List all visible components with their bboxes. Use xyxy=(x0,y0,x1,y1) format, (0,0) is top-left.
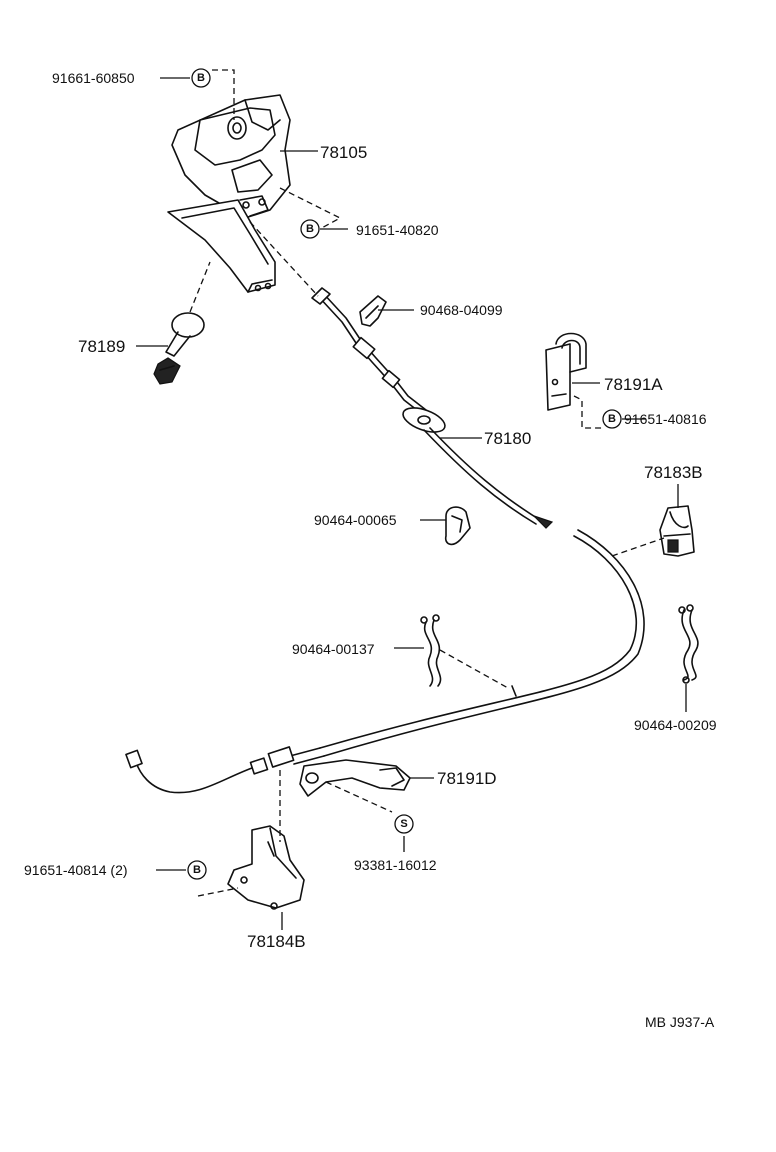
release-lever-bracket xyxy=(171,94,291,219)
part-label: 93381-16012 xyxy=(354,857,437,873)
wire-clip-90464-00209 xyxy=(678,604,699,684)
part-label: 78184B xyxy=(247,932,306,951)
bolt-symbol: B xyxy=(602,409,622,429)
part-label: 78180 xyxy=(484,429,531,448)
part-label: 91651-40816 xyxy=(624,411,707,427)
bolt-symbol: B xyxy=(187,860,207,880)
bolt-symbol: B xyxy=(300,219,320,239)
part-label: 90464-00209 xyxy=(634,717,717,733)
part-label: 90464-00137 xyxy=(292,641,375,657)
cable-clamp-78183B xyxy=(659,505,695,557)
release-handle-pad xyxy=(167,199,276,293)
svg-text:B: B xyxy=(193,864,201,876)
bolt-symbol: B xyxy=(191,68,211,88)
part-label: 78105 xyxy=(320,143,367,162)
knob-bolt xyxy=(153,312,205,385)
svg-text:B: B xyxy=(608,413,616,425)
cable-clip-90468 xyxy=(359,295,387,327)
cable-bracket-78184B xyxy=(227,825,305,910)
svg-text:B: B xyxy=(306,223,314,235)
part-label: 78189 xyxy=(78,337,125,356)
part-label: 91651-40820 xyxy=(356,222,439,238)
cable-bracket-78191A xyxy=(545,332,587,411)
part-label: 78191D xyxy=(437,769,497,788)
part-label: 90468-04099 xyxy=(420,302,503,318)
diagram-code: MB J937-A xyxy=(645,1014,715,1030)
part-label: 91661-60850 xyxy=(52,70,135,86)
screw-symbol: S xyxy=(394,814,414,834)
part-label: 78183B xyxy=(644,463,703,482)
part-label: 90464-00065 xyxy=(314,512,397,528)
hood-lock-lever-78191D xyxy=(299,759,411,797)
part-label: 91651-40814 (2) xyxy=(24,862,128,878)
wire-clip-90464-00137 xyxy=(420,614,442,687)
cable-clip-90464-00065 xyxy=(444,506,471,546)
svg-text:S: S xyxy=(400,818,407,830)
part-label: 78191A xyxy=(604,375,663,394)
control-cable-lower xyxy=(125,529,645,794)
svg-text:B: B xyxy=(197,72,205,84)
control-cable-upper xyxy=(311,287,554,529)
